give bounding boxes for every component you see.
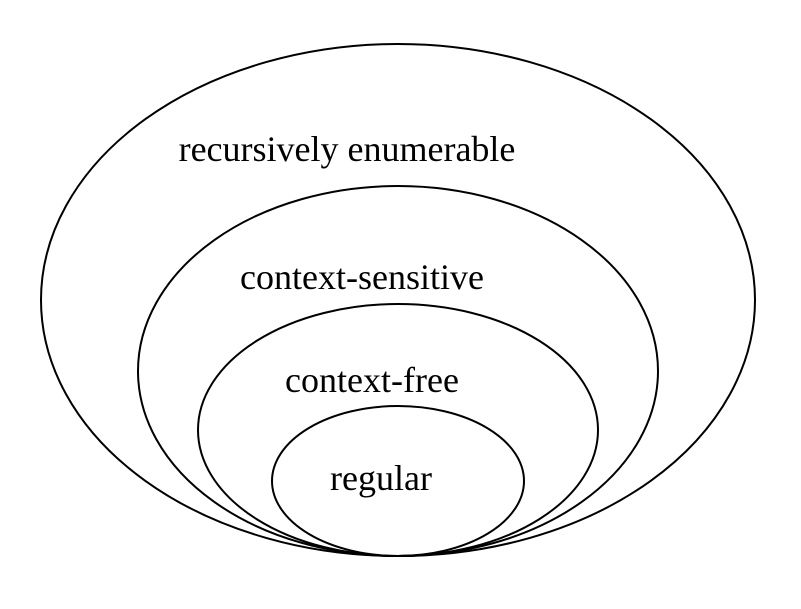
- context-free-ellipse: [197, 303, 599, 557]
- regular-ellipse: [271, 405, 525, 557]
- context-sensitive-label: context-sensitive: [240, 257, 484, 297]
- context-free-label: context-free: [285, 360, 459, 400]
- recursively-enumerable-label: recursively enumerable: [179, 129, 516, 169]
- regular-label: regular: [330, 458, 432, 498]
